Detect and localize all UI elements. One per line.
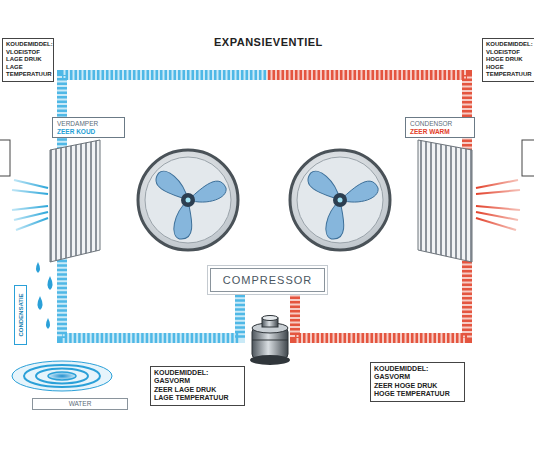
node-text: VLOEISTOF [486,49,532,57]
evaporator-coil [50,140,100,262]
fan [181,193,195,207]
water-pool [12,361,112,391]
water-drop [46,318,50,329]
warm-air [476,199,520,201]
cold-air [12,206,48,210]
fan [305,166,379,243]
node-text: LAGE DRUK [6,56,50,64]
cold-air [14,212,48,220]
refrigerant-pipe [62,75,467,117]
edge-box [522,140,534,176]
node-text: VLOEISTOF [6,49,50,57]
pipe-stripes [62,75,467,117]
cold-air [12,180,48,230]
part-label: EXPANSIEVENTIEL [212,36,325,48]
node-text: ZEER LAGE DRUK [154,386,241,394]
fan [297,157,383,243]
node-text: LAGE TEMPERATUUR [6,64,50,79]
fan [138,150,238,250]
pipe-body [62,75,467,117]
node-text: HOGE TEMPERATUUR [486,64,532,79]
water-drop [48,276,53,290]
node-text: HOGE TEMPERATUUR [374,390,461,398]
node-text: GASVORM [154,377,241,385]
node-text: ZEER HOGE DRUK [374,382,461,390]
water-tag: WATER [32,398,128,410]
compressor-unit [252,340,288,341]
node-text: KOUDEMIDDEL: [154,369,241,377]
fan [290,150,390,250]
water-pool [12,361,112,391]
component-label: CONDENSORZEER WARM [405,117,475,138]
node-text: GASVORM [374,373,461,381]
compressor-unit [250,355,290,365]
node-text: ZEER WARM [410,128,470,136]
edge-box [0,140,10,176]
node-text: HOGE DRUK [486,56,532,64]
warm-air [476,218,516,230]
cold-air [12,199,48,201]
fan [145,157,231,243]
condensation-tag: CONDENSATIE [14,285,27,345]
water-pool [48,372,76,380]
fan [290,150,390,250]
warm-air [476,206,520,210]
fan [338,198,343,203]
info-box: KOUDEMIDDEL:VLOEISTOFHOGE DRUKHOGE TEMPE… [482,38,534,82]
info-box: KOUDEMIDDEL:GASVORMZEER LAGE DRUKLAGE TE… [150,366,245,406]
fan [138,150,238,250]
warm-air [476,180,518,188]
compressor-unit [262,316,278,321]
fan [153,166,227,243]
compressor-unit [250,316,290,366]
node-text: KOUDEMIDDEL: [374,365,461,373]
warm-air [476,180,520,230]
component-label: VERDAMPERZEER KOUD [52,117,125,138]
fan [333,193,347,207]
water-drop [36,262,53,329]
cold-air [12,190,48,194]
node-text: VERDAMPER [57,120,120,128]
node-text: WATER [36,400,124,408]
node-text: CONDENSOR [410,120,470,128]
warm-air [476,190,520,194]
info-box: KOUDEMIDDEL:GASVORMZEER HOGE DRUKHOGE TE… [370,362,465,402]
node-text: KOUDEMIDDEL: [6,41,50,49]
water-drop [38,296,43,310]
node-text: LAGE TEMPERATUUR [154,394,241,402]
info-box: KOUDEMIDDEL:VLOEISTOFLAGE DRUKLAGE TEMPE… [2,38,54,82]
component-label: COMPRESSOR [210,268,325,292]
node-text: CONDENSATIE [17,293,24,336]
water-pool [24,365,100,387]
water-drop [36,262,40,273]
node-text: ZEER KOUD [57,128,120,136]
warm-air [476,212,518,220]
water-pool [36,369,88,384]
fan [186,198,191,203]
condenser-coil [418,140,472,262]
node-text: COMPRESSOR [215,273,320,287]
cold-air [16,218,48,230]
cold-air [14,180,48,188]
node-text: KOUDEMIDDEL: [486,41,532,49]
